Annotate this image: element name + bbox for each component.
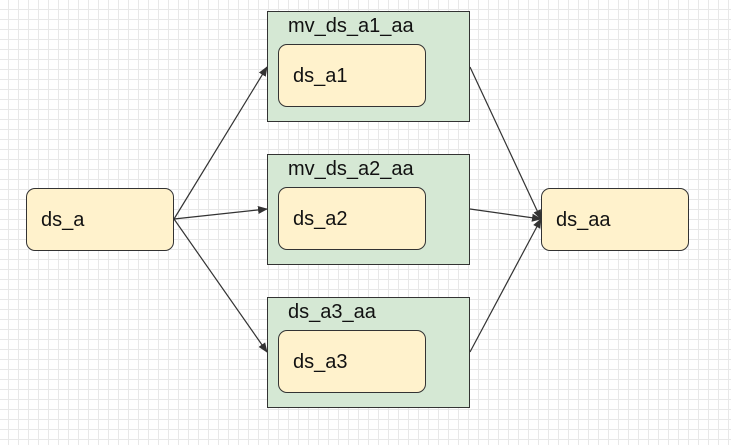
group-mv-ds-a1-aa[interactable]: mv_ds_a1_aa ds_a1 — [267, 11, 470, 122]
target-node-ds-aa[interactable]: ds_aa — [541, 188, 689, 251]
group-label: mv_ds_a1_aa — [288, 15, 414, 37]
edge-mv-ds-a2-aa-to-ds-aa — [469, 208, 542, 222]
edge-mv-ds-a1-aa-to-ds-aa — [469, 66, 542, 220]
node-label: ds_a1 — [293, 64, 348, 87]
node-label: ds_aa — [556, 208, 611, 231]
inner-node-ds-a2[interactable]: ds_a2 — [278, 187, 426, 250]
node-label: ds_a2 — [293, 207, 348, 230]
node-label: ds_a3 — [293, 350, 348, 373]
group-label: ds_a3_aa — [288, 301, 376, 323]
edge-ds-a3-aa-to-ds-aa — [469, 218, 542, 353]
edge-ds-a-to-ds-a3-aa — [173, 218, 268, 353]
source-node-ds-a[interactable]: ds_a — [26, 188, 174, 251]
inner-node-ds-a1[interactable]: ds_a1 — [278, 44, 426, 107]
edge-ds-a-to-mv-ds-a2-aa — [173, 205, 268, 220]
node-label: ds_a — [41, 208, 85, 231]
group-label: mv_ds_a2_aa — [288, 158, 414, 180]
group-mv-ds-a2-aa[interactable]: mv_ds_a2_aa ds_a2 — [267, 154, 470, 265]
group-ds-a3-aa[interactable]: ds_a3_aa ds_a3 — [267, 297, 470, 408]
edge-ds-a-to-mv-ds-a1-aa — [173, 66, 268, 220]
inner-node-ds-a3[interactable]: ds_a3 — [278, 330, 426, 393]
